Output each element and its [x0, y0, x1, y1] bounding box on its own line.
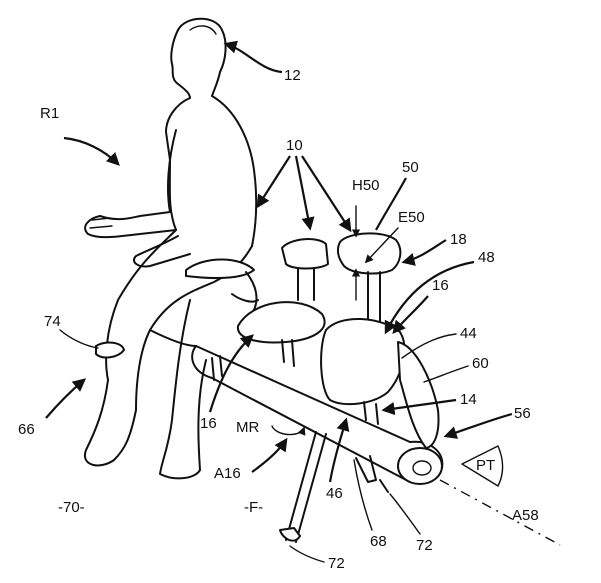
- leader-16-right: [392, 295, 429, 335]
- leader-56: [443, 412, 513, 439]
- right-seat: [279, 232, 440, 543]
- leader-68: [353, 459, 373, 531]
- arrow-r1: [63, 136, 120, 166]
- label-72-bottom: 72: [328, 555, 345, 572]
- label-18: 18: [450, 231, 467, 248]
- reference-labels: 12 R1 10 H50 50 E50 18 48 16 44 60 14 56…: [18, 40, 539, 572]
- label-a58: A58: [512, 507, 539, 524]
- label-44: 44: [460, 325, 477, 342]
- leader-60: [423, 365, 469, 383]
- label-46: 46: [326, 485, 343, 502]
- dim-e50: [364, 227, 399, 264]
- label-60: 60: [472, 355, 489, 372]
- leader-12: [223, 40, 283, 74]
- arrow-66: [45, 378, 87, 419]
- leader-18: [401, 239, 447, 266]
- label-14: 14: [460, 391, 477, 408]
- occupied-seat: [185, 258, 259, 321]
- label-16-left: 16: [200, 415, 217, 432]
- label-f: -F-: [244, 499, 263, 516]
- leader-72-bottom: [289, 545, 325, 563]
- leader-72-right: [389, 493, 421, 535]
- left-seat-74: [95, 341, 125, 359]
- leader-10a: [256, 155, 291, 209]
- leader-44: [401, 333, 457, 359]
- leader-10b: [294, 155, 315, 231]
- leader-14: [381, 398, 457, 416]
- label-72-right: 72: [416, 537, 433, 554]
- label-16-right: 16: [432, 277, 449, 294]
- label-74: 74: [44, 313, 61, 330]
- label-50: 50: [402, 159, 419, 176]
- leader-48: [384, 260, 475, 335]
- axis-a58: [439, 479, 561, 546]
- leader-46: [328, 417, 350, 483]
- support-beam: [191, 345, 444, 485]
- leader-16-left: [208, 334, 254, 413]
- label-70: -70-: [58, 499, 85, 516]
- label-68: 68: [370, 533, 387, 550]
- leader-10c: [301, 155, 352, 233]
- middle-seat: [211, 238, 329, 381]
- label-48: 48: [478, 249, 495, 266]
- leader-74: [59, 329, 99, 349]
- label-r1: R1: [40, 105, 59, 122]
- label-56: 56: [514, 405, 531, 422]
- label-pt: PT: [476, 457, 495, 474]
- label-66: 66: [18, 421, 35, 438]
- label-h50: H50: [352, 177, 380, 194]
- leader-a16: [251, 437, 288, 473]
- label-10: 10: [286, 137, 303, 154]
- label-a16: A16: [214, 465, 241, 482]
- leader-50: [375, 177, 407, 231]
- label-12: 12: [284, 67, 301, 84]
- label-e50: E50: [398, 209, 425, 226]
- angle-pt: [461, 445, 504, 487]
- label-mr: MR: [236, 419, 259, 436]
- seated-person: [83, 17, 258, 480]
- rotation-mr: [271, 425, 306, 436]
